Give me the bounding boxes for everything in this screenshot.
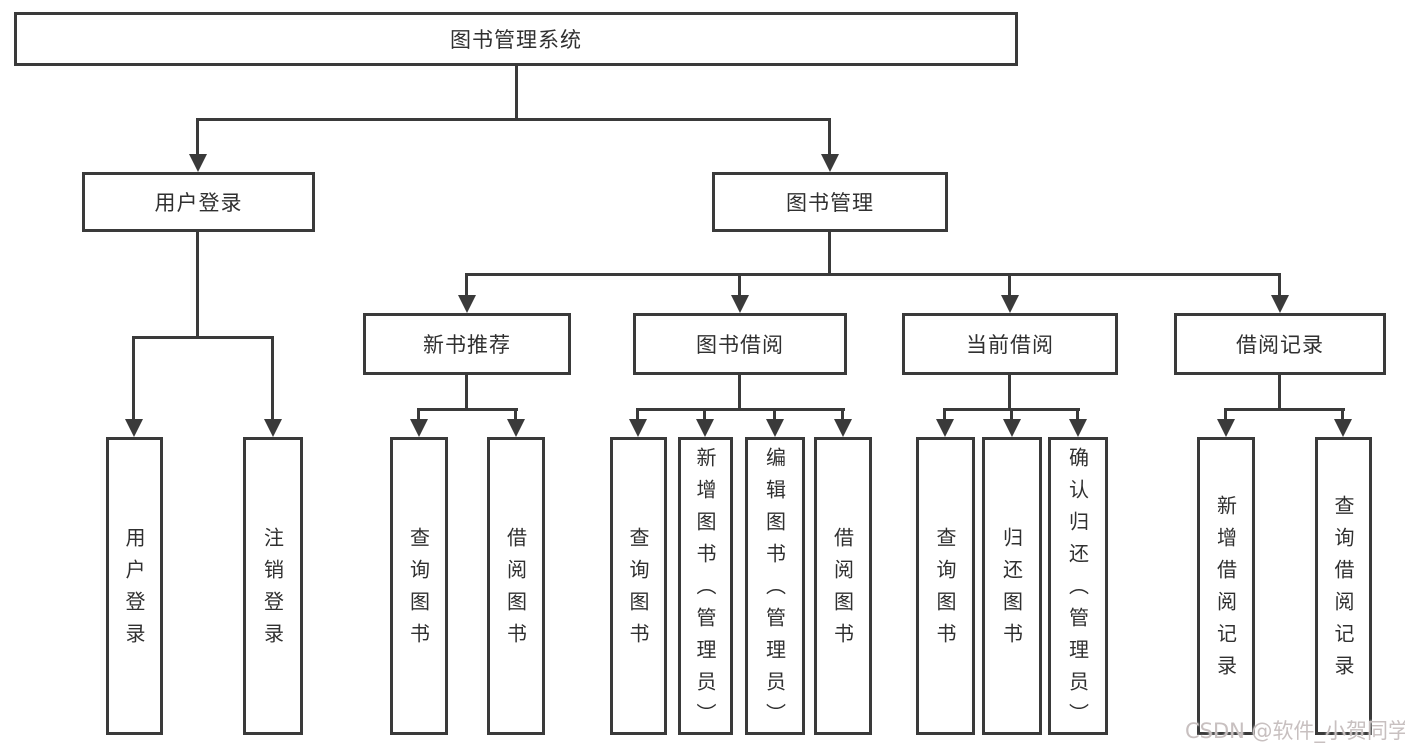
connector-line: [636, 408, 845, 411]
node-borrow-records: 借阅记录: [1174, 313, 1386, 375]
arrowhead-down: [731, 295, 749, 313]
arrowhead-down: [1069, 419, 1087, 437]
leaf-user-login: 用户登录: [106, 437, 163, 735]
leaf-recommend-query-book-label: 查询图书: [406, 527, 431, 655]
leaf-return-book: 归还图书: [982, 437, 1042, 735]
node-library-system: 图书管理系统: [14, 12, 1018, 66]
leaf-add-book-admin: 新增图书（管理员）: [678, 437, 733, 735]
leaf-return-book-label: 归还图书: [999, 527, 1024, 655]
node-user-login: 用户登录: [82, 172, 315, 232]
leaf-edit-book-admin-label: 编辑图书（管理员）: [762, 447, 787, 735]
arrowhead-down: [629, 419, 647, 437]
node-current-borrow-label: 当前借阅: [966, 333, 1054, 357]
connector-line: [828, 118, 831, 156]
arrowhead-down: [458, 295, 476, 313]
connector-line: [465, 273, 1281, 276]
connector-line: [636, 408, 639, 421]
leaf-recommend-borrow-book: 借阅图书: [487, 437, 545, 735]
connector-line: [132, 336, 135, 421]
connector-line: [1224, 408, 1227, 421]
leaf-confirm-return-admin-label: 确认归还（管理员）: [1065, 447, 1090, 735]
leaf-borrow-book-label: 借阅图书: [830, 527, 855, 655]
leaf-confirm-return-admin: 确认归还（管理员）: [1048, 437, 1108, 735]
connector-line: [417, 408, 518, 411]
leaf-user-login-label: 用户登录: [122, 527, 146, 655]
arrowhead-down: [1334, 419, 1352, 437]
arrowhead-down: [834, 419, 852, 437]
arrowhead-down: [410, 419, 428, 437]
leaf-borrow-query-book-label: 查询图书: [626, 527, 650, 655]
arrowhead-down: [936, 419, 954, 437]
connector-line: [1224, 408, 1345, 411]
node-user-login-label: 用户登录: [154, 191, 243, 215]
leaf-borrow-query-book: 查询图书: [610, 437, 667, 735]
connector-line: [465, 273, 468, 298]
connector-line: [1076, 408, 1079, 421]
node-book-management-label: 图书管理: [786, 191, 874, 215]
connector-line: [196, 232, 199, 336]
arrowhead-down: [264, 419, 282, 437]
connector-line: [738, 273, 741, 298]
connector-line: [196, 118, 199, 156]
connector-line: [514, 408, 517, 421]
arrowhead-down: [1001, 295, 1019, 313]
connector-line: [828, 232, 831, 273]
connector-line: [1278, 375, 1281, 408]
arrowhead-down: [821, 154, 839, 172]
node-new-book-recommend: 新书推荐: [363, 313, 571, 375]
arrowhead-down: [189, 154, 207, 172]
leaf-add-borrow-record-label: 新增借阅记录: [1213, 495, 1238, 687]
leaf-current-query-book-label: 查询图书: [933, 527, 957, 655]
node-current-borrow: 当前借阅: [902, 313, 1118, 375]
connector-line: [738, 375, 741, 408]
arrowhead-down: [507, 419, 525, 437]
connector-line: [943, 408, 946, 421]
connector-line: [703, 408, 706, 421]
leaf-recommend-borrow-book-label: 借阅图书: [503, 527, 528, 655]
node-library-system-label: 图书管理系统: [450, 28, 582, 52]
connector-line: [465, 375, 468, 408]
connector-line: [1008, 375, 1011, 408]
csdn-watermark: CSDN @软件_小贺同学: [1185, 719, 1405, 743]
arrowhead-down: [766, 419, 784, 437]
connector-line: [196, 118, 831, 121]
connector-line: [1341, 408, 1344, 421]
arrowhead-down: [1217, 419, 1235, 437]
node-borrow-records-label: 借阅记录: [1236, 333, 1324, 357]
connector-line: [515, 66, 518, 118]
node-new-book-recommend-label: 新书推荐: [423, 333, 511, 357]
connector-line: [132, 336, 274, 339]
leaf-logout: 注销登录: [243, 437, 303, 735]
leaf-edit-book-admin: 编辑图书（管理员）: [745, 437, 805, 735]
connector-line: [271, 336, 274, 421]
connector-line: [773, 408, 776, 421]
arrowhead-down: [1271, 295, 1289, 313]
connector-line: [1278, 273, 1281, 298]
connector-line: [1008, 273, 1011, 298]
leaf-add-borrow-record: 新增借阅记录: [1197, 437, 1255, 735]
leaf-current-query-book: 查询图书: [916, 437, 975, 735]
leaf-borrow-book: 借阅图书: [814, 437, 872, 735]
connector-line: [841, 408, 844, 421]
leaf-recommend-query-book: 查询图书: [390, 437, 448, 735]
node-book-borrow-label: 图书借阅: [696, 333, 784, 357]
arrowhead-down: [125, 419, 143, 437]
arrowhead-down: [696, 419, 714, 437]
leaf-logout-label: 注销登录: [260, 527, 285, 655]
connector-line: [417, 408, 420, 421]
arrowhead-down: [1003, 419, 1021, 437]
leaf-add-book-admin-label: 新增图书（管理员）: [693, 447, 717, 735]
leaf-query-borrow-record: 查询借阅记录: [1315, 437, 1372, 735]
leaf-query-borrow-record-label: 查询借阅记录: [1331, 495, 1355, 687]
node-book-borrow: 图书借阅: [633, 313, 847, 375]
connector-line: [1010, 408, 1013, 421]
node-book-management: 图书管理: [712, 172, 948, 232]
